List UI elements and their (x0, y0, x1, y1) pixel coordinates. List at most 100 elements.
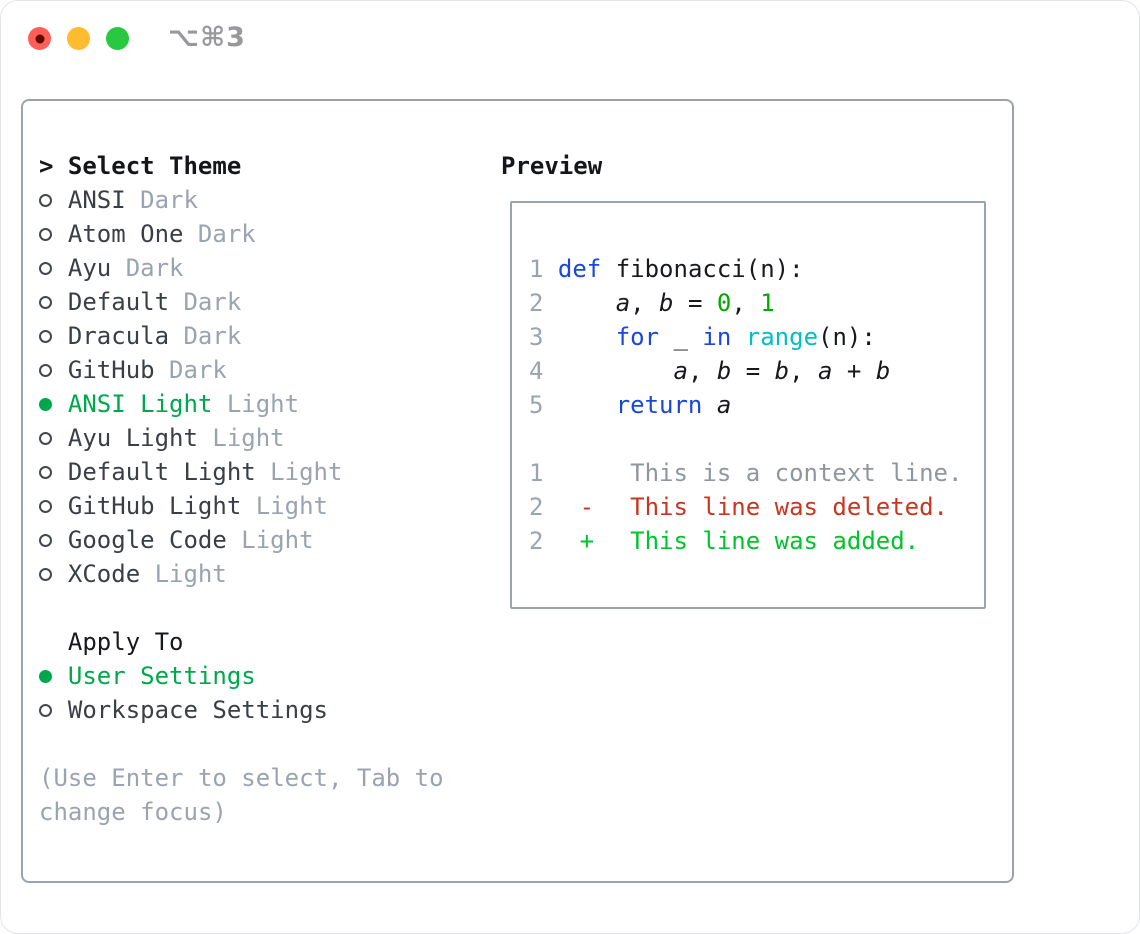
option-label: Atom One (67, 220, 184, 248)
radio-icon (39, 499, 68, 513)
option-badge: Light (226, 390, 300, 418)
hint-text: (Use Enter to select, Tab to change focu… (39, 761, 489, 829)
maximize-button[interactable] (106, 27, 129, 50)
radio-selected-icon (39, 669, 68, 683)
code-line: 3 for _ in range(n): (529, 323, 876, 351)
radio-icon (39, 261, 68, 275)
option-badge: Light (270, 458, 343, 486)
hint-line: (Use Enter to select, Tab to (39, 764, 444, 792)
diff-line: 2+This line was added. (529, 524, 974, 558)
option-badge: Light (212, 424, 285, 452)
theme-option[interactable]: Atom One Dark (39, 217, 489, 251)
select-theme-header: > Select Theme (39, 149, 489, 183)
diff-text: This line was deleted. (630, 493, 949, 521)
radio-icon (39, 567, 68, 581)
option-label: Default (67, 288, 170, 316)
option-badge: Light (241, 526, 314, 554)
traffic-lights (28, 27, 129, 50)
line-number: 3 (529, 323, 544, 351)
option-badge: Dark (183, 288, 242, 316)
line-number: 1 (529, 459, 544, 487)
close-button[interactable] (28, 27, 51, 50)
option-label: Dracula (67, 322, 170, 350)
theme-option[interactable]: Default Dark (39, 285, 489, 319)
line-number: 2 (529, 527, 544, 555)
radio-icon (39, 465, 68, 479)
line-number: 2 (529, 289, 544, 317)
theme-option[interactable]: GitHub Dark (39, 353, 489, 387)
spacer (39, 727, 489, 761)
option-label: Google Code (67, 526, 227, 554)
radio-icon (39, 329, 68, 343)
option-label: Ayu Light (67, 424, 198, 452)
radio-icon (39, 227, 68, 241)
theme-option[interactable]: ANSI Light Light (39, 387, 489, 421)
radio-icon (39, 295, 68, 309)
line-number: 5 (529, 391, 544, 419)
minimize-button[interactable] (67, 27, 90, 50)
diff-line: 1 This is a context line. (529, 456, 974, 490)
spacer (39, 591, 489, 625)
radio-icon (39, 533, 68, 547)
option-label: XCode (67, 560, 141, 588)
radio-icon (39, 193, 68, 207)
option-badge: Dark (197, 220, 256, 248)
option-badge: Dark (125, 254, 184, 282)
option-label: ANSI Light (67, 390, 213, 418)
option-badge: Dark (169, 356, 227, 384)
theme-option[interactable]: ANSI Dark (39, 183, 489, 217)
diff-line: 2 - This line was deleted. (529, 490, 974, 524)
option-badge: Dark (140, 186, 198, 214)
radio-icon (39, 363, 68, 377)
window-shortcut-label: ⌥⌘3 (168, 22, 246, 53)
titlebar: ⌥⌘3 (1, 1, 1139, 99)
code-line: 5 return a (529, 391, 732, 419)
option-label: GitHub Light (67, 492, 242, 520)
apply-to-option[interactable]: User Settings (39, 659, 489, 693)
theme-option[interactable]: Dracula Dark (39, 319, 489, 353)
diff-text: This is a context line. (630, 459, 963, 487)
line-number: 1 (529, 255, 544, 283)
option-label: ANSI (67, 186, 126, 214)
option-label: User Settings (67, 662, 256, 690)
option-label: Default Light (67, 458, 256, 486)
diff-sign: + (579, 527, 595, 555)
code-line: 2 a, b = 0, 1 (529, 289, 775, 317)
diff-sign: - (579, 493, 595, 521)
apply-to-option[interactable]: Workspace Settings (39, 693, 489, 727)
theme-option[interactable]: Ayu Light Light (39, 421, 489, 455)
apply-to-header: Apply To (67, 628, 184, 656)
option-badge: Dark (183, 322, 242, 350)
line-number: 4 (529, 357, 544, 385)
preview-title: Preview (501, 152, 603, 180)
theme-option[interactable]: GitHub Light Light (39, 489, 489, 523)
option-label: Workspace Settings (67, 696, 328, 724)
theme-option[interactable]: Google Code Light (39, 523, 489, 557)
option-badge: Light (154, 560, 227, 588)
prompt-icon: > (39, 152, 54, 180)
option-badge: Light (255, 492, 328, 520)
code-line: 4 a, b = b, a + b (529, 357, 891, 385)
diff-preview: 1 This is a context line. 2 - This line was … (529, 456, 974, 558)
page-title: Select Theme (67, 152, 242, 180)
radio-selected-icon (39, 397, 68, 411)
hint-line: change focus) (39, 798, 227, 826)
line-number: 2 (529, 493, 544, 521)
option-label: GitHub (67, 356, 155, 384)
radio-icon (39, 703, 68, 717)
option-label: Ayu (67, 254, 112, 282)
theme-option[interactable]: Default Light Light (39, 455, 489, 489)
spacer (529, 422, 974, 456)
radio-icon (39, 431, 68, 445)
theme-option[interactable]: Ayu Dark (39, 251, 489, 285)
theme-option[interactable]: XCode Light (39, 557, 489, 591)
